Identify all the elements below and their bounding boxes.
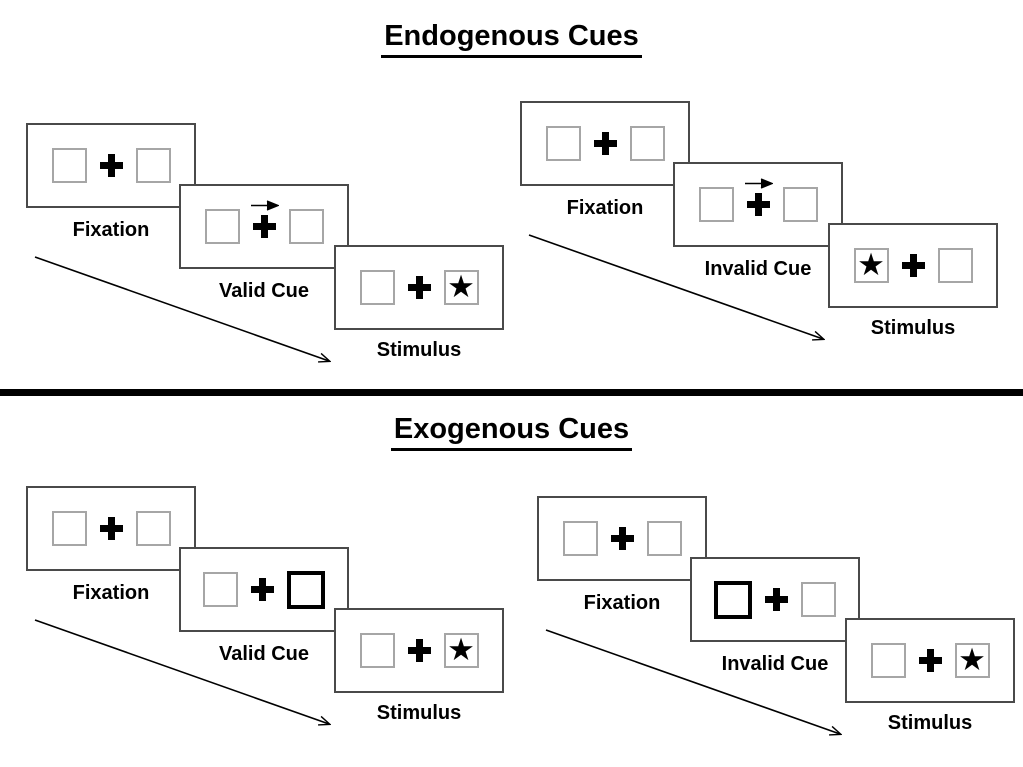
fixation-label: Fixation	[583, 592, 661, 614]
target-star-box: ★	[443, 632, 479, 668]
fixation-plus-icon	[252, 215, 276, 238]
fixation-plus-icon	[251, 578, 274, 601]
fixation-plus-icon	[918, 649, 942, 672]
placeholder-box-right	[288, 209, 324, 244]
placeholder-box-right	[782, 187, 818, 222]
stimulus-label: Stimulus	[870, 317, 956, 339]
star-icon: ★	[958, 642, 986, 677]
fixation-panel	[26, 486, 196, 571]
fixation-plus-icon	[407, 276, 431, 299]
placeholder-box-left	[698, 187, 734, 222]
fixation-label: Fixation	[72, 219, 150, 241]
cue-right-arrow-icon	[250, 199, 282, 212]
central-fixation-group	[918, 649, 942, 672]
central-fixation-group	[744, 193, 770, 216]
central-fixation-group	[901, 254, 925, 277]
placeholder-box-right	[135, 511, 171, 546]
fixation-plus-icon	[901, 254, 925, 277]
stimulus-label: Stimulus	[376, 339, 462, 361]
section-divider	[0, 389, 1023, 396]
invalid-cue-panel	[673, 162, 843, 247]
exogenous-title-text: Exogenous Cues	[390, 413, 633, 451]
exogenous-section-title: Exogenous Cues	[0, 413, 1023, 451]
central-fixation-group	[765, 588, 788, 611]
fixation-panel	[520, 101, 690, 186]
fixation-label: Fixation	[566, 197, 644, 219]
stimulus-label: Stimulus	[887, 712, 973, 734]
star-icon: ★	[447, 269, 475, 304]
valid-cue-panel	[179, 547, 349, 632]
stimulus-panel: ★	[334, 245, 504, 330]
central-fixation-group	[99, 517, 123, 540]
placeholder-box-right	[801, 582, 836, 617]
fixation-plus-icon	[99, 154, 123, 177]
placeholder-box-left	[359, 270, 395, 305]
stimulus-panel: ★	[334, 608, 504, 693]
central-fixation-group	[610, 527, 634, 550]
placeholder-box-left	[359, 633, 395, 668]
fixation-panel	[537, 496, 707, 581]
cue-highlight-box	[287, 570, 325, 609]
fixation-plus-icon	[610, 527, 634, 550]
endogenous-section-title: Endogenous Cues	[0, 20, 1023, 58]
placeholder-box-left	[545, 126, 581, 161]
central-fixation-group	[407, 276, 431, 299]
stimulus-label: Stimulus	[376, 702, 462, 724]
placeholder-box-left	[562, 521, 598, 556]
cue-highlight-box	[714, 580, 752, 619]
central-fixation-group	[251, 578, 274, 601]
valid-cue-label: Valid Cue	[218, 280, 310, 302]
cue-right-arrow-icon	[744, 177, 776, 190]
fixation-plus-icon	[765, 588, 788, 611]
star-icon: ★	[857, 247, 885, 282]
valid-cue-label: Valid Cue	[218, 643, 310, 665]
target-star-box: ★	[443, 269, 479, 305]
central-fixation-group	[593, 132, 617, 155]
placeholder-box-left	[51, 511, 87, 546]
fixation-plus-icon	[593, 132, 617, 155]
valid-cue-panel	[179, 184, 349, 269]
placeholder-box-right	[629, 126, 665, 161]
central-fixation-group	[99, 154, 123, 177]
stimulus-panel: ★	[845, 618, 1015, 703]
placeholder-box-left	[51, 148, 87, 183]
fixation-plus-icon	[99, 517, 123, 540]
placeholder-box-left	[870, 643, 906, 678]
fixation-label: Fixation	[72, 582, 150, 604]
target-star-box: ★	[853, 247, 889, 283]
central-fixation-group	[250, 215, 276, 238]
central-fixation-group	[407, 639, 431, 662]
placeholder-box-right	[937, 248, 973, 283]
invalid-cue-label: Invalid Cue	[721, 653, 829, 675]
invalid-cue-label: Invalid Cue	[704, 258, 812, 280]
target-star-box: ★	[954, 642, 990, 678]
star-icon: ★	[447, 632, 475, 667]
fixation-plus-icon	[407, 639, 431, 662]
stimulus-panel: ★	[828, 223, 998, 308]
placeholder-box-left	[203, 572, 238, 607]
invalid-cue-panel	[690, 557, 860, 642]
endogenous-title-text: Endogenous Cues	[381, 20, 642, 58]
fixation-plus-icon	[746, 193, 770, 216]
placeholder-box-left	[204, 209, 240, 244]
placeholder-box-right	[646, 521, 682, 556]
placeholder-box-right	[135, 148, 171, 183]
fixation-panel	[26, 123, 196, 208]
